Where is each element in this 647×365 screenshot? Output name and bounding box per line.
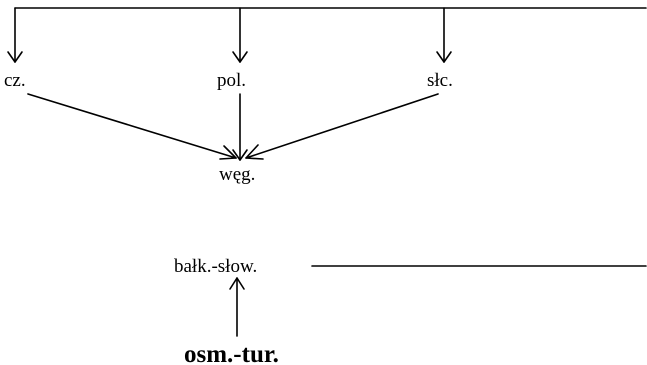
- node-pol: pol.: [217, 70, 246, 91]
- arrowhead-cz-weg-icon: [219, 145, 237, 160]
- arrowhead-to-slc-icon: [436, 51, 452, 63]
- node-cz: cz.: [4, 70, 26, 91]
- arrowhead-pol-weg-icon: [232, 149, 248, 161]
- arrow-cz-to-weg: [27, 93, 237, 159]
- node-slc: słc.: [427, 70, 453, 91]
- node-balk-slow: bałk.-słow.: [174, 256, 257, 277]
- arrowhead-to-cz-icon: [7, 51, 23, 63]
- arrow-slc-to-weg: [245, 93, 439, 159]
- node-osm-tur: osm.-tur.: [184, 341, 279, 365]
- arrowhead-osm-balk-icon: [229, 277, 245, 290]
- arrowhead-to-pol-icon: [232, 51, 248, 63]
- node-weg: węg.: [219, 164, 255, 185]
- arrowhead-slc-weg-icon: [245, 144, 264, 160]
